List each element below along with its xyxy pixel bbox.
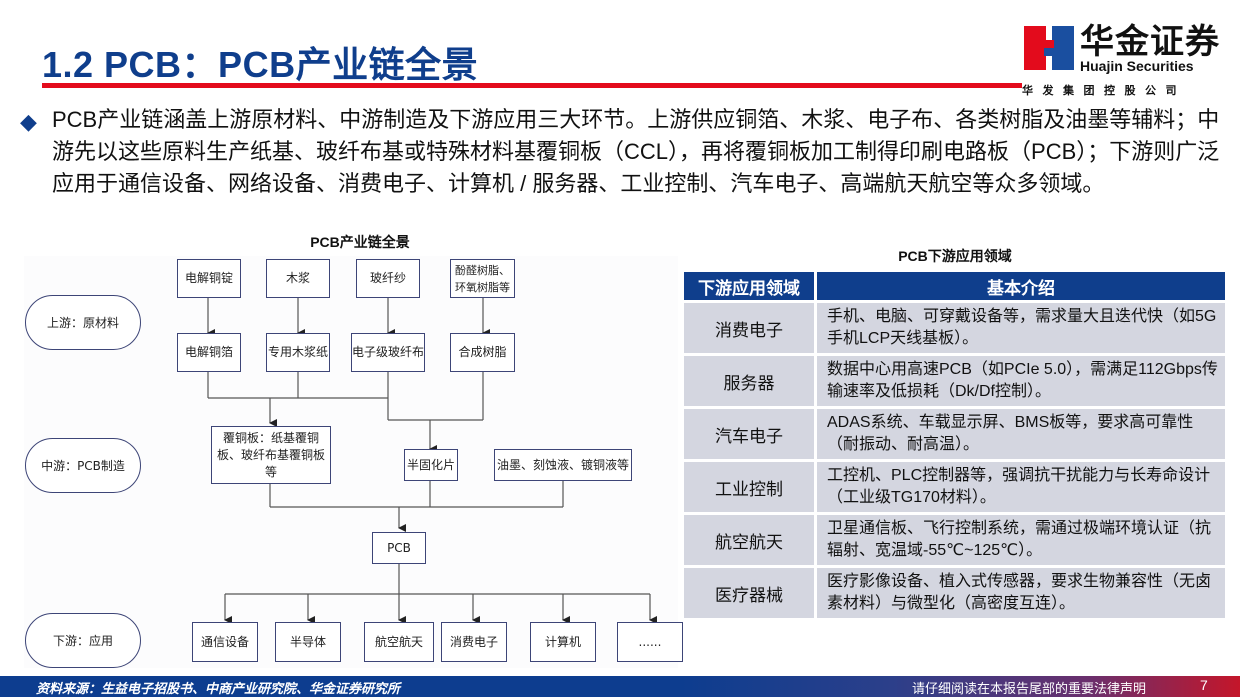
summary-text: PCB产业链涵盖上游原材料、中游制造及下游应用三大环节。上游供应铜箔、木浆、电子…: [52, 107, 1220, 196]
table-row: 服务器 数据中心用高速PCB（如PCIe 5.0），需满足112Gbps传输速率…: [684, 356, 1225, 406]
table-title: PCB下游应用领域: [898, 248, 1012, 264]
node-copper-foil: 电解铜箔: [177, 333, 241, 372]
page-number: 7: [1200, 677, 1208, 693]
node-prepreg: 半固化片: [404, 449, 458, 481]
summary-bullet: ◆ PCB产业链涵盖上游原材料、中游制造及下游应用三大环节。上游供应铜箔、木浆、…: [18, 104, 1228, 200]
table-header-row: 下游应用领域 基本介绍: [684, 272, 1225, 300]
footer-bar: 资料来源：生益电子招股书、中商产业研究院、华金证券研究所 请仔细阅读在本报告尾部…: [0, 676, 1240, 697]
node-pulp-paper: 专用木浆纸: [266, 333, 330, 372]
node-raw-resin: 酚醛树脂、环氧树脂等: [450, 259, 515, 298]
huajin-logo-icon: [1024, 26, 1074, 70]
node-pcb: PCB: [372, 532, 426, 564]
node-raw-glass-yarn: 玻纤纱: [356, 259, 420, 298]
node-glass-fabric: 电子级玻纤布: [351, 333, 425, 372]
row-field: 医疗器械: [684, 568, 817, 618]
node-raw-pulp: 木浆: [266, 259, 330, 298]
table-row: 工业控制 工控机、PLC控制器等，强调抗干扰能力与长寿命设计（工业级TG170材…: [684, 462, 1225, 512]
company-logo: 华金证券 Huajin Securities 华发集团控股公司: [1022, 22, 1222, 98]
logo-subtitle: 华发集团控股公司: [1022, 85, 1186, 97]
node-raw-copper: 电解铜锭: [177, 259, 241, 298]
node-app-computer: 计算机: [530, 622, 596, 662]
row-desc: 医疗影像设备、植入式传感器，要求生物兼容性（无卤素材料）与微型化（高密度互连）。: [817, 568, 1225, 618]
diagram-title: PCB产业链全景: [310, 234, 410, 250]
logo-name-cn: 华金证券: [1080, 23, 1220, 61]
stage-midstream: 中游：PCB制造: [25, 438, 141, 493]
page-title: 1.2 PCB：PCB产业链全景: [42, 44, 479, 85]
table-row: 消费电子 手机、电脑、可穿戴设备等，需求量大且迭代快（如5G手机LCP天线基板）…: [684, 303, 1225, 353]
column-header-desc: 基本介绍: [817, 272, 1225, 300]
row-desc: 数据中心用高速PCB（如PCIe 5.0），需满足112Gbps传输速率及低损耗…: [817, 356, 1225, 406]
row-desc: 手机、电脑、可穿戴设备等，需求量大且迭代快（如5G手机LCP天线基板）。: [817, 303, 1225, 353]
title-underline: [42, 83, 1022, 88]
source-note: 资料来源：生益电子招股书、中商产业研究院、华金证券研究所: [36, 681, 401, 696]
row-field: 航空航天: [684, 515, 817, 565]
stage-upstream: 上游：原材料: [25, 295, 141, 350]
node-ccl: 覆铜板：纸基覆铜板、玻纤布基覆铜板等: [211, 426, 331, 484]
diamond-icon: ◆: [20, 109, 37, 134]
node-app-semiconductor: 半导体: [275, 622, 341, 662]
row-desc: 工控机、PLC控制器等，强调抗干扰能力与长寿命设计（工业级TG170材料）。: [817, 462, 1225, 512]
row-field: 汽车电子: [684, 409, 817, 459]
node-app-more: ......: [617, 622, 683, 662]
row-desc: ADAS系统、车载显示屏、BMS板等，要求高可靠性（耐振动、耐高温）。: [817, 409, 1225, 459]
row-field: 消费电子: [684, 303, 817, 353]
legal-notice: 请仔细阅读在本报告尾部的重要法律声明: [912, 681, 1147, 696]
row-field: 工业控制: [684, 462, 817, 512]
row-field: 服务器: [684, 356, 817, 406]
node-app-aerospace: 航空航天: [364, 622, 434, 662]
table-row: 医疗器械 医疗影像设备、植入式传感器，要求生物兼容性（无卤素材料）与微型化（高密…: [684, 568, 1225, 618]
node-synthetic-resin: 合成树脂: [450, 333, 515, 372]
node-auxiliary: 油墨、刻蚀液、镀铜液等: [494, 449, 632, 481]
row-desc: 卫星通信板、飞行控制系统，需通过极端环境认证（抗辐射、宽温域-55℃~125℃）…: [817, 515, 1225, 565]
table-row: 汽车电子 ADAS系统、车载显示屏、BMS板等，要求高可靠性（耐振动、耐高温）。: [684, 409, 1225, 459]
column-header-field: 下游应用领域: [684, 272, 817, 300]
node-app-telecom: 通信设备: [192, 622, 258, 662]
node-app-consumer: 消费电子: [441, 622, 507, 662]
logo-name-en: Huajin Securities: [1080, 58, 1194, 74]
stage-downstream: 下游：应用: [25, 613, 141, 668]
table-row: 航空航天 卫星通信板、飞行控制系统，需通过极端环境认证（抗辐射、宽温域-55℃~…: [684, 515, 1225, 565]
applications-table: 下游应用领域 基本介绍 消费电子 手机、电脑、可穿戴设备等，需求量大且迭代快（如…: [684, 269, 1225, 621]
